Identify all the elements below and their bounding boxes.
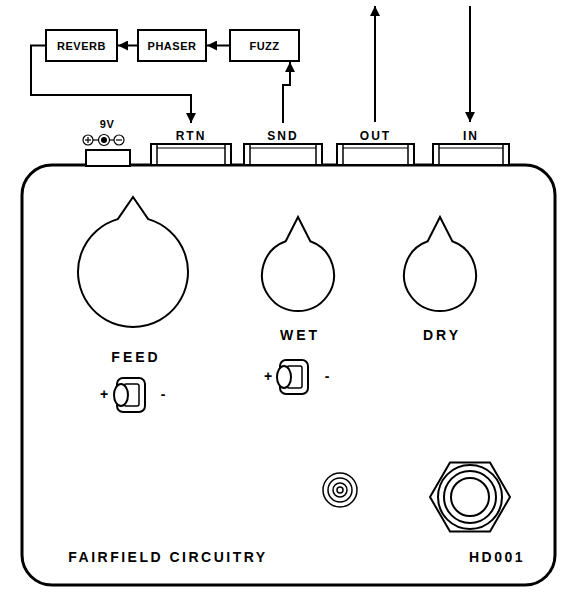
jack-label: IN xyxy=(462,129,480,143)
effect-box: FUZZ xyxy=(229,29,300,62)
signal-connector xyxy=(207,45,229,47)
jack-label: RTN xyxy=(175,129,208,143)
signal-connector xyxy=(118,45,137,47)
brand-name: FAIRFIELD CIRCUITRY xyxy=(68,549,267,565)
knob-label: WET xyxy=(280,327,320,343)
dry-knob xyxy=(404,217,476,311)
input-arrow xyxy=(469,6,471,122)
model-number: HD001 xyxy=(469,549,525,565)
jack-socket: RTN xyxy=(150,123,232,166)
status-led xyxy=(323,473,357,507)
wet-knob xyxy=(262,217,334,311)
jack-socket: OUT xyxy=(336,123,415,166)
jack-body xyxy=(150,143,232,166)
feed-knob xyxy=(78,197,188,327)
knob-label: FEED xyxy=(111,349,160,365)
power-jack xyxy=(83,135,130,167)
pedal-enclosure xyxy=(22,165,555,585)
jack-body xyxy=(432,143,510,166)
footswitch xyxy=(430,462,510,531)
toggle-polarity: - xyxy=(161,386,166,402)
output-arrow xyxy=(374,6,376,122)
effect-name: FUZZ xyxy=(249,40,279,52)
effect-box: PHASER xyxy=(137,29,207,62)
toggle-polarity: + xyxy=(264,368,272,384)
effect-box: REVERB xyxy=(45,29,118,62)
knob-label: DRY xyxy=(423,327,461,343)
jack-label: OUT xyxy=(359,129,392,143)
toggle-polarity: - xyxy=(325,368,330,384)
jack-socket: SND xyxy=(243,123,323,166)
jack-socket: IN xyxy=(432,123,510,166)
feed-toggle xyxy=(114,378,145,412)
voltage-label: 9V xyxy=(100,118,114,130)
jack-body xyxy=(243,143,323,166)
toggle-polarity: + xyxy=(100,386,108,402)
jack-label: SND xyxy=(266,129,299,143)
effect-name: REVERB xyxy=(57,40,106,52)
signal-connector xyxy=(283,62,290,123)
wet-toggle xyxy=(277,360,308,394)
effect-name: PHASER xyxy=(148,40,197,52)
jack-body xyxy=(336,143,415,166)
